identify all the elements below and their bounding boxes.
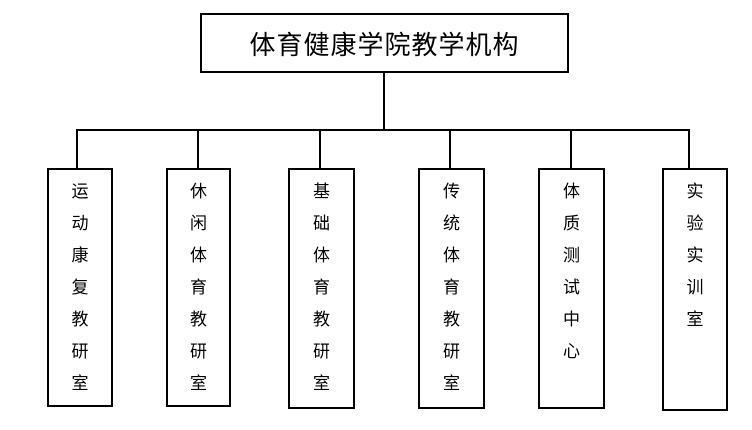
unit-label-char: 传 [443, 182, 460, 202]
unit-label-char: 基 [313, 182, 330, 202]
unit-label-char: 验 [686, 214, 704, 234]
unit-label-char: 测 [563, 246, 580, 266]
root-node: 体育健康学院教学机构 [200, 13, 569, 73]
horizontal-bus-connector [76, 129, 690, 131]
unit-label-char: 教 [71, 310, 89, 330]
unit-label-char: 实 [686, 182, 704, 202]
branch-connector [570, 129, 572, 169]
unit-label-char: 复 [71, 278, 89, 298]
branch-connector [76, 129, 78, 169]
unit-label-char: 础 [313, 214, 330, 234]
unit-label-char: 育 [190, 278, 207, 298]
unit-label-char: 训 [686, 278, 704, 298]
unit-label-char: 康 [71, 246, 89, 266]
unit-label-char: 教 [313, 310, 330, 330]
unit-node-leisure: 休闲体育教研室 [166, 168, 231, 407]
unit-label-char: 室 [313, 374, 330, 394]
unit-label-char: 质 [563, 214, 580, 234]
unit-label-char: 休 [190, 182, 207, 202]
unit-label-char: 室 [71, 374, 89, 394]
branch-connector [449, 129, 451, 169]
unit-label-char: 室 [443, 374, 460, 394]
unit-label-char: 育 [313, 278, 330, 298]
branch-connector [688, 129, 690, 169]
branch-connector [197, 129, 199, 169]
branch-connector [319, 129, 321, 169]
unit-node-fitness-test: 体质测试中心 [538, 168, 605, 409]
unit-label-char: 教 [190, 310, 207, 330]
unit-label-char: 动 [71, 214, 89, 234]
unit-label-char: 研 [443, 342, 460, 362]
unit-node-lab: 实验实训室 [662, 168, 728, 411]
trunk-connector [383, 73, 385, 130]
unit-label-char: 运 [71, 182, 89, 202]
unit-label-char: 体 [443, 246, 460, 266]
unit-label-char: 研 [190, 342, 207, 362]
unit-label-char: 心 [563, 342, 580, 362]
unit-node-basic: 基础体育教研室 [288, 168, 355, 409]
unit-label-char: 研 [313, 342, 330, 362]
unit-label-char: 研 [71, 342, 89, 362]
unit-label-char: 体 [563, 182, 580, 202]
unit-label-char: 体 [313, 246, 330, 266]
unit-node-rehab: 运动康复教研室 [47, 168, 113, 407]
unit-label-char: 教 [443, 310, 460, 330]
unit-node-traditional: 传统体育教研室 [418, 168, 485, 409]
unit-label-char: 室 [686, 310, 704, 330]
unit-label-char: 统 [443, 214, 460, 234]
unit-label-char: 试 [563, 278, 580, 298]
unit-label-char: 体 [190, 246, 207, 266]
unit-label-char: 育 [443, 278, 460, 298]
unit-label-char: 实 [686, 246, 704, 266]
unit-label-char: 中 [563, 310, 580, 330]
unit-label-char: 室 [190, 374, 207, 394]
root-title: 体育健康学院教学机构 [249, 30, 520, 61]
unit-label-char: 闲 [190, 214, 207, 234]
